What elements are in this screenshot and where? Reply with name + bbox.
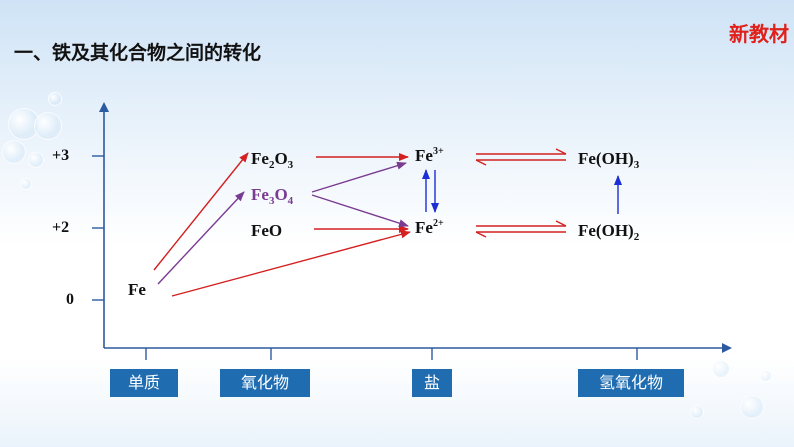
- page-title: 一、铁及其化合物之间的转化: [14, 42, 262, 64]
- feo-label: FeO: [251, 221, 282, 240]
- arrow-fe-to-fe2o3: [153, 152, 249, 271]
- decorative-bubble: [48, 92, 62, 106]
- fe-label: Fe: [128, 280, 146, 299]
- fe3o4-label: Fe3O4: [251, 185, 294, 207]
- equilibrium-arrows-fe3plus-feoh3: [475, 148, 567, 166]
- feoh2-label: Fe(OH)2: [578, 221, 640, 243]
- decorative-bubble: [28, 152, 44, 168]
- arrow-fe-to-fe2plus: [171, 230, 411, 297]
- decorative-bubble: [690, 405, 704, 419]
- category-hydroxide: 氢氧化物: [578, 369, 684, 397]
- feoh3-label: Fe(OH)3: [578, 149, 640, 171]
- fe3plus-label: Fe3+: [415, 146, 444, 165]
- new-textbook-badge: 新教材: [729, 22, 789, 46]
- decorative-bubble: [20, 178, 32, 190]
- y-tick-label-plus3: +3: [52, 147, 69, 164]
- decorative-bubble: [34, 112, 62, 140]
- arrow-fe-to-fe3o4: [157, 191, 245, 285]
- decorative-bubble: [740, 395, 764, 419]
- fe2o3-label: Fe2O3: [251, 149, 294, 171]
- y-tick-label-plus2: +2: [52, 219, 69, 236]
- y-tick-label-zero: 0: [66, 291, 74, 308]
- decorative-bubble: [2, 140, 26, 164]
- fe2plus-label: Fe2+: [415, 218, 444, 237]
- category-elemental: 单质: [110, 369, 178, 397]
- decorative-bubble: [760, 370, 772, 382]
- arrow-fe3o4-to-fe3plus: [311, 161, 407, 193]
- equilibrium-arrows-fe2plus-feoh2: [475, 220, 567, 238]
- decorative-bubble: [712, 360, 730, 378]
- arrow-fe3o4-to-fe2plus: [311, 194, 409, 228]
- category-salt: 盐: [412, 369, 452, 397]
- category-oxide: 氧化物: [220, 369, 310, 397]
